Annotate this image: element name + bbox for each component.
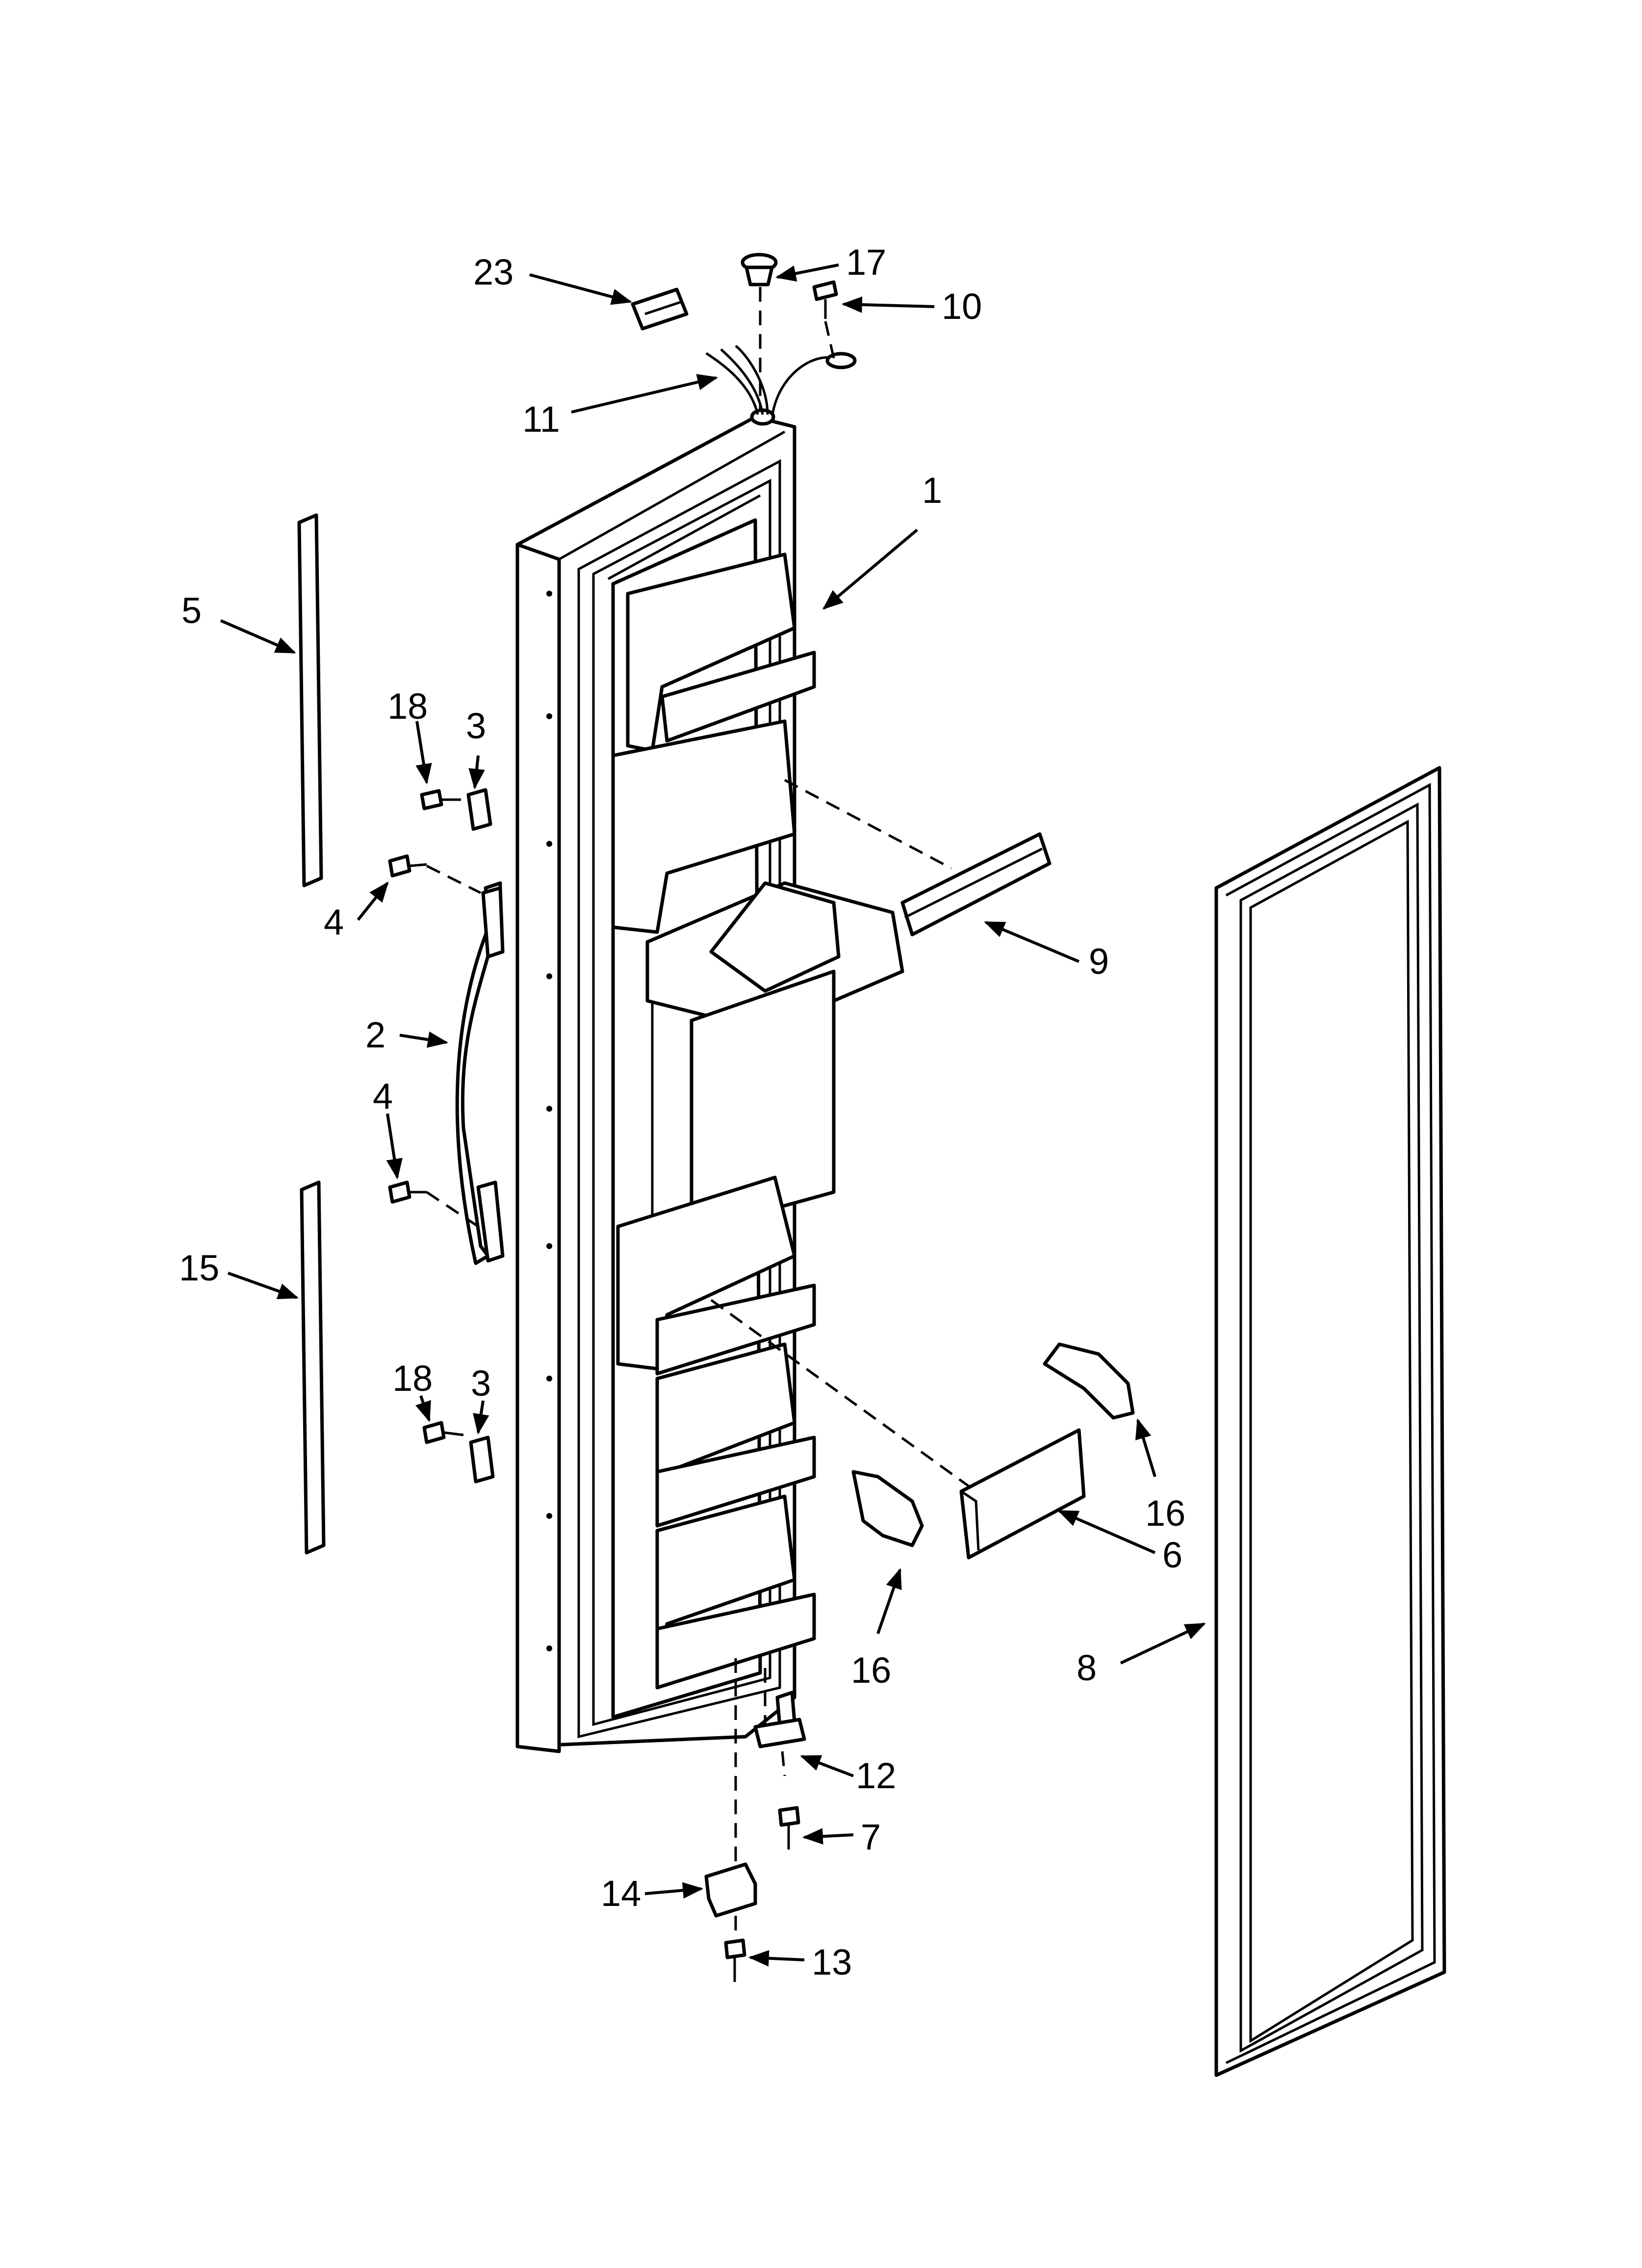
door-handle-part-2: [455, 881, 505, 1265]
callout-4-lower: 4: [373, 1076, 393, 1117]
screw-part-4-upper: [388, 854, 427, 878]
callout-14: 14: [601, 1873, 641, 1914]
callout-18-lower: 18: [392, 1358, 433, 1399]
hinge-pin-part-12: [753, 1691, 806, 1748]
callout-6: 6: [1162, 1535, 1182, 1575]
callout-15: 15: [179, 1248, 219, 1288]
callout-2: 2: [365, 1015, 385, 1055]
callout-12: 12: [856, 1755, 896, 1796]
trim-strip-part-5: [297, 513, 323, 887]
leader-lines: [220, 263, 1206, 1967]
screw-part-18-lower: [422, 1421, 464, 1444]
connector-part-23: [631, 287, 689, 331]
callout-10: 10: [942, 286, 982, 327]
door-gasket-part-8: [1214, 766, 1446, 2077]
callout-18-upper: 18: [387, 686, 428, 727]
callout-5: 5: [181, 590, 202, 631]
callout-1: 1: [922, 470, 942, 511]
shelf-part-6: [959, 1428, 1086, 1560]
callout-11: 11: [522, 399, 560, 440]
screw-part-4-lower: [388, 1180, 427, 1204]
bracket-part-3-upper: [466, 788, 492, 831]
callout-7: 7: [861, 1817, 881, 1857]
screw-part-13: [724, 1938, 746, 1982]
screw-part-18-upper: [420, 789, 461, 810]
callout-16-right: 16: [1145, 1493, 1185, 1534]
door-fastener-row: [546, 591, 552, 1651]
callout-16-left: 16: [851, 1650, 891, 1691]
clip-part-16-right: [1043, 1342, 1135, 1420]
hinge-bracket-part-14: [704, 1862, 757, 1918]
callout-labels: 23 17 10 11 1 5 18 3 4 2 4 9 15 18 3 16 …: [179, 242, 1185, 1982]
screw-part-10: [812, 280, 838, 319]
callout-13: 13: [812, 1942, 852, 1982]
callout-4-upper: 4: [324, 902, 344, 942]
callout-3-lower: 3: [471, 1363, 491, 1404]
door-assembly: [515, 415, 904, 1753]
callout-17: 17: [846, 242, 886, 283]
wire-harness: [705, 345, 857, 426]
callout-9: 9: [1089, 941, 1109, 982]
callout-8: 8: [1077, 1647, 1097, 1688]
trim-strip-part-15: [300, 1180, 326, 1555]
clip-part-16-left: [851, 1470, 924, 1547]
screw-part-7: [778, 1806, 800, 1850]
light-socket-part-17: [741, 253, 778, 287]
bracket-part-3-lower: [469, 1435, 495, 1484]
rail-part-9: [900, 832, 1052, 937]
callout-3-upper: 3: [466, 705, 486, 746]
callout-23: 23: [473, 252, 513, 292]
